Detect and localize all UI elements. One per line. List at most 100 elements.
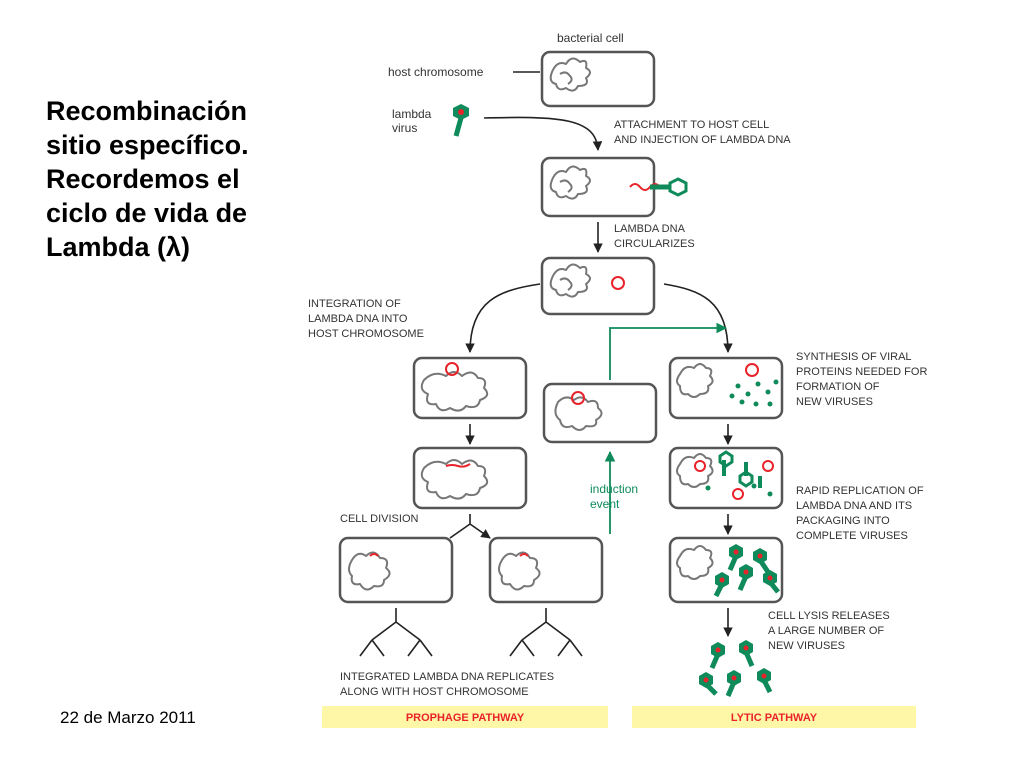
cell-prophage-2	[412, 446, 528, 510]
label-integration-1: INTEGRATION OF	[308, 298, 401, 310]
lambda-dna-division-right	[519, 553, 529, 557]
title-line-5: Lambda (λ)	[46, 232, 191, 262]
label-rapid-4: COMPLETE VIRUSES	[796, 530, 908, 542]
virus-icon	[699, 672, 718, 696]
cell-division-right	[488, 536, 604, 604]
lambda-dna-division-left	[369, 553, 379, 557]
label-bacterial-cell: bacterial cell	[557, 31, 624, 45]
label-attachment-2: AND INJECTION OF LAMBDA DNA	[614, 134, 791, 146]
lambda-dna-injected	[629, 183, 661, 191]
label-circularizes-2: CIRCULARIZES	[614, 238, 695, 250]
cell-1	[540, 50, 656, 108]
lambda-dna-lytic-1	[745, 363, 759, 377]
label-synthesis-2: PROTEINS NEEDED FOR	[796, 366, 927, 378]
cell-induced	[542, 382, 658, 444]
lambda-dna-lytic-2c	[732, 488, 744, 500]
protein-dot	[755, 381, 761, 387]
induction-arrows	[604, 322, 728, 534]
virus-icon	[709, 642, 725, 669]
arrow-cell-division	[449, 514, 490, 538]
chromosome-lytic-3	[676, 545, 714, 580]
arrow-attachment	[483, 116, 603, 151]
protein-dot	[753, 401, 759, 407]
phages	[453, 104, 762, 488]
label-lysis-2: A LARGE NUMBER OF	[768, 625, 884, 637]
label-cell-division: CELL DIVISION	[340, 513, 419, 525]
protein-dot	[773, 379, 779, 385]
label-circularizes-1: LAMBDA DNA	[614, 223, 686, 235]
cell-lytic-2	[668, 446, 784, 510]
lambda-dna-integrated-2	[445, 463, 471, 468]
lambda-dna	[369, 183, 774, 557]
label-induction-2: event	[590, 497, 620, 511]
label-induction-1: induction	[590, 482, 638, 496]
protein-dot	[745, 391, 751, 397]
complete-virus-icons	[713, 544, 780, 598]
virus-icon	[713, 572, 729, 598]
label-rapid-1: RAPID REPLICATION OF	[796, 485, 924, 497]
cell-division-left	[338, 536, 454, 604]
protein-dot	[705, 485, 711, 491]
protein-dot	[729, 393, 735, 399]
chromosome-cell-1	[549, 57, 591, 92]
virus-icon	[725, 670, 741, 697]
title-line-3: Recordemos el	[46, 164, 240, 194]
protein-dot	[735, 383, 741, 389]
induction-label: induction event	[590, 482, 638, 511]
lambda-dna-lytic-2a	[694, 460, 706, 472]
chromosome-induced	[554, 396, 603, 431]
label-integrated-1: INTEGRATED LAMBDA DNA REPLICATES	[340, 671, 554, 683]
assembling-virus-icons	[718, 450, 762, 488]
slide-title: Recombinación sitio específico. Recordem…	[46, 94, 316, 264]
label-virus: virus	[392, 121, 417, 135]
virus-icon	[757, 668, 773, 694]
lambda-virus-icon	[453, 104, 469, 137]
lambda-dna-integrated-1	[445, 362, 459, 376]
title-line-1: Recombinación	[46, 96, 248, 126]
virus-icon	[737, 564, 753, 591]
chromosome-lytic-1	[676, 363, 714, 398]
title-line-4: ciclo de vida de	[46, 198, 248, 228]
lytic-pathway-label: LYTIC PATHWAY	[731, 712, 818, 724]
protein-dot	[767, 401, 773, 407]
label-integration-2: LAMBDA DNA INTO	[308, 313, 408, 325]
replication-tree-right	[509, 608, 583, 657]
protein-dot	[767, 491, 773, 497]
arrow-integration	[465, 283, 541, 353]
diagram-labels: bacterial cell host chromosome lambda vi…	[388, 31, 624, 135]
virus-icon	[739, 640, 755, 667]
virus-icon	[763, 570, 780, 594]
prophage-pathway-label: PROPHAGE PATHWAY	[406, 712, 525, 724]
chromosome-prophage-2	[420, 459, 489, 500]
label-integrated-2: ALONG WITH HOST CHROMOSOME	[340, 686, 529, 698]
chromosome-lytic-2	[676, 453, 714, 488]
cell-3	[540, 256, 656, 316]
label-host-chromosome: host chromosome	[388, 65, 484, 79]
process-arrows	[359, 71, 733, 657]
lytic-pathway-bar	[632, 706, 916, 728]
step-labels: ATTACHMENT TO HOST CELL AND INJECTION OF…	[308, 119, 927, 698]
cell-2	[540, 156, 656, 218]
virus-icon	[727, 544, 743, 571]
arrow-lytic-branch	[663, 283, 733, 353]
cell-prophage-1	[412, 356, 528, 420]
pathway-bars: PROPHAGE PATHWAY LYTIC PATHWAY	[322, 706, 916, 728]
label-lysis-3: NEW VIRUSES	[768, 640, 845, 652]
released-virus-icons	[699, 640, 773, 697]
lambda-dna-excised	[571, 391, 585, 405]
label-rapid-2: LAMBDA DNA AND ITS	[796, 500, 912, 512]
label-attachment-1: ATTACHMENT TO HOST CELL	[614, 119, 769, 131]
protein-dot	[751, 483, 757, 489]
label-synthesis-1: SYNTHESIS OF VIRAL	[796, 351, 912, 363]
label-lambda: lambda	[392, 107, 432, 121]
arrow-induction-to-lytic	[609, 322, 728, 380]
footer-date: 22 de Marzo 2011	[60, 708, 196, 727]
lambda-dna-circle	[611, 276, 625, 290]
attached-virus-icon	[650, 177, 688, 197]
viral-protein-dots	[705, 379, 779, 497]
label-rapid-3: PACKAGING INTO	[796, 515, 890, 527]
label-integration-3: HOST CHROMOSOME	[308, 328, 424, 340]
label-synthesis-3: FORMATION OF	[796, 381, 880, 393]
label-lysis-1: CELL LYSIS RELEASES	[768, 610, 890, 622]
